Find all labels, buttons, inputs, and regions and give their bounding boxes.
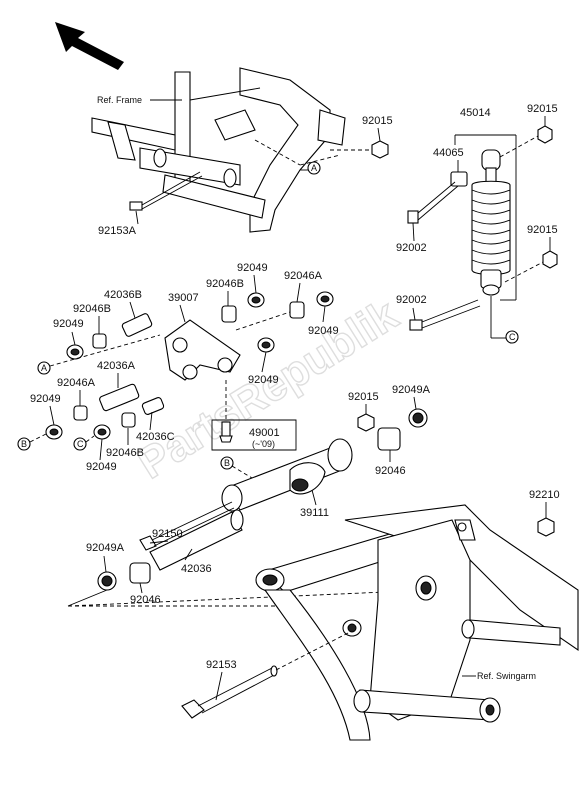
part-42036: 42036 <box>181 563 212 575</box>
part-92002-b: 92002 <box>396 294 427 306</box>
part-92002-a: 92002 <box>396 242 427 254</box>
front-direction-arrow-icon <box>55 22 124 70</box>
part-92015-a: 92015 <box>362 115 393 127</box>
part-92046a-b: 92046A <box>57 377 96 389</box>
part-92049-b: 92049 <box>237 262 268 274</box>
ref-swingarm-label: Ref. Swingarm <box>477 671 536 681</box>
part-92015-c: 92015 <box>527 224 558 236</box>
nut-92015-shock-top <box>537 125 553 144</box>
bolt-92153 <box>181 665 278 719</box>
part-92046b-a: 92046B <box>206 278 244 290</box>
callout-c-shock-letter: C <box>509 332 516 342</box>
callout-c-link <box>73 437 87 451</box>
callout-a-link <box>37 361 51 375</box>
collar-42036b <box>121 313 153 337</box>
nut-92015-shock-bottom <box>542 250 558 269</box>
sleeve-42036 <box>149 509 244 571</box>
part-92046b-b: 92046B <box>73 303 111 315</box>
part-92015-d: 92015 <box>348 391 379 403</box>
callout-a-link-letter: A <box>41 363 47 373</box>
bolt-92002-bottom <box>409 299 481 331</box>
part-45014: 45014 <box>460 107 491 119</box>
part-49001: 49001 <box>249 427 280 439</box>
bearing-92046b-lower <box>121 412 136 428</box>
callout-b-tierod-letter: B <box>224 458 230 468</box>
part-92049-e: 92049 <box>30 393 61 405</box>
nut-92210 <box>537 517 555 537</box>
bolt-92002-top <box>407 181 459 224</box>
callout-c-link-letter: C <box>77 439 84 449</box>
part-42036b: 42036B <box>104 289 142 301</box>
bearing-92046b-top <box>221 305 237 323</box>
bearing-92046-right <box>377 427 401 451</box>
part-39007: 39007 <box>168 292 199 304</box>
bearing-92046a-left <box>73 405 88 421</box>
collar-42036c <box>141 397 165 415</box>
callout-b-tierod <box>220 456 234 470</box>
callout-a-frame <box>307 161 321 175</box>
callout-c-shock <box>505 330 519 344</box>
nut-92015-tierod <box>357 413 375 432</box>
part-92049a-b: 92049A <box>86 542 125 554</box>
nut-92015-top <box>371 140 389 159</box>
callout-b-link <box>17 437 31 451</box>
frame-drawing <box>91 67 346 233</box>
callout-a-frame-letter: A <box>311 163 317 173</box>
part-92210: 92210 <box>529 489 560 501</box>
bearing-92046-left <box>129 562 151 584</box>
part-92046-a: 92046 <box>375 465 406 477</box>
bolt-92150 <box>139 501 235 551</box>
part-39111: 39111 <box>300 507 329 519</box>
part-92046b-c: 92046B <box>106 447 144 459</box>
part-92049-c: 92049 <box>308 325 339 337</box>
part-42036c: 42036C <box>136 431 175 443</box>
part-49001-note: (~'09) <box>252 439 275 449</box>
part-92046-b: 92046 <box>130 594 161 606</box>
bearing-92046b-left <box>92 333 107 349</box>
part-92015-b: 92015 <box>527 103 558 115</box>
part-92049a-a: 92049A <box>392 384 431 396</box>
part-92049-f: 92049 <box>86 461 117 473</box>
part-92153a: 92153A <box>98 225 137 237</box>
bearing-92046a-top <box>289 301 305 319</box>
shock-absorber-45014 <box>471 149 511 296</box>
bolt-92153a <box>129 171 203 211</box>
part-42036a: 42036A <box>97 360 136 372</box>
part-44065: 44065 <box>433 147 464 159</box>
callout-b-link-letter: B <box>21 439 27 449</box>
part-92046a-a: 92046A <box>284 270 323 282</box>
part-92150: 92150 <box>152 528 183 540</box>
collar-42036a <box>99 383 140 412</box>
ref-frame-label: Ref. Frame <box>97 95 142 105</box>
swingarm-drawing <box>255 504 579 741</box>
part-92049-a: 92049 <box>53 318 84 330</box>
part-92153: 92153 <box>206 659 237 671</box>
grease-fitting-49001 <box>219 421 233 443</box>
rocker-arm-39007 <box>164 319 241 381</box>
watermark: PartsRepublik <box>129 290 406 489</box>
part-92049-d: 92049 <box>248 374 279 386</box>
